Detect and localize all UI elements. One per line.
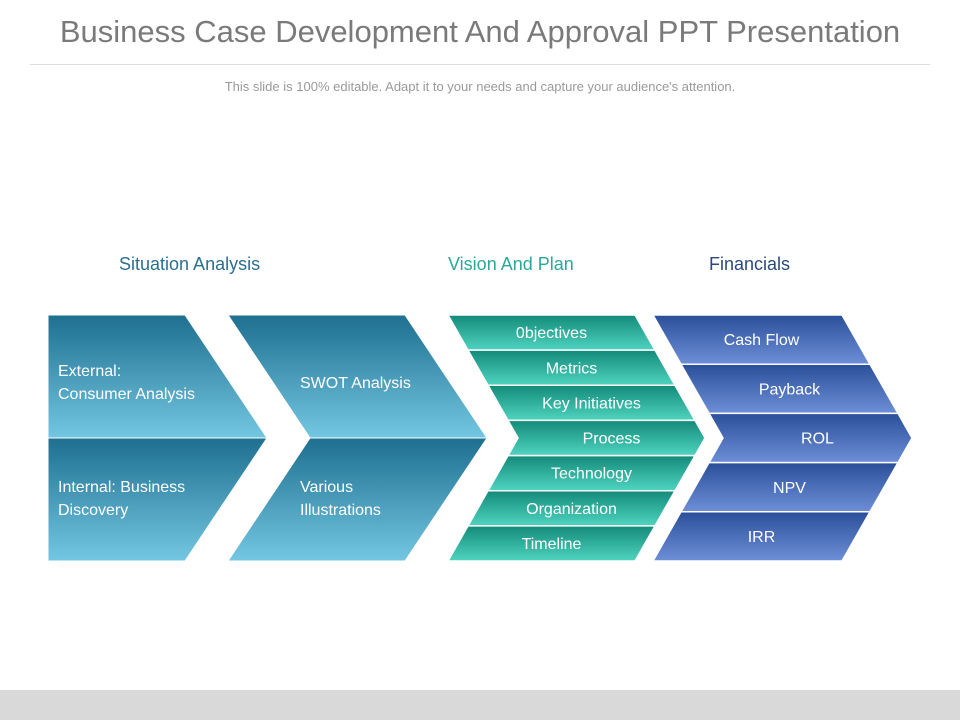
financial-label-rol: ROL: [801, 431, 834, 448]
vision-label-organization: Organization: [526, 501, 617, 518]
financial-strip-irr: [651, 511, 872, 562]
vision-strip-timeline: [446, 525, 657, 562]
situation-chevron-left: External: Consumer Analysis Internal: Bu…: [47, 314, 268, 562]
section-label-financials: Financials: [709, 254, 791, 274]
external-label: External: Consumer Analysis: [58, 363, 195, 403]
vision-label-process: Process: [583, 431, 641, 448]
situation-chevron-right: SWOT Analysis Various Illustrations: [227, 314, 488, 562]
vision-label-timeline: Timeline: [522, 536, 582, 553]
various-illustrations-segment: [227, 437, 488, 562]
section-label-situation-analysis: Situation Analysis: [119, 254, 261, 274]
slide-subtitle: This slide is 100% editable. Adapt it to…: [224, 79, 736, 94]
financial-label-payback: Payback: [759, 381, 821, 398]
various-label: Various Illustrations: [300, 479, 381, 519]
swot-label: SWOT Analysis: [300, 375, 411, 392]
vision-label-metrics: Metrics: [546, 360, 598, 377]
financial-label-irr: IRR: [748, 529, 776, 546]
title-divider: [30, 64, 930, 65]
internal-label: Internal: Business Discovery: [58, 479, 190, 519]
vision-label-key-initiatives: Key Initiatives: [542, 395, 641, 412]
financial-label-cash-flow: Cash Flow: [724, 332, 800, 349]
internal-business-segment: [47, 437, 268, 562]
slide-title: Business Case Development And Approval P…: [59, 14, 901, 49]
footer-bar: [0, 690, 960, 720]
section-label-vision-and-plan: Vision And Plan: [448, 254, 574, 274]
vision-label-technology: Technology: [551, 466, 632, 483]
financial-label-npv: NPV: [773, 480, 806, 497]
vision-label-0bjectives: 0bjectives: [516, 325, 587, 342]
